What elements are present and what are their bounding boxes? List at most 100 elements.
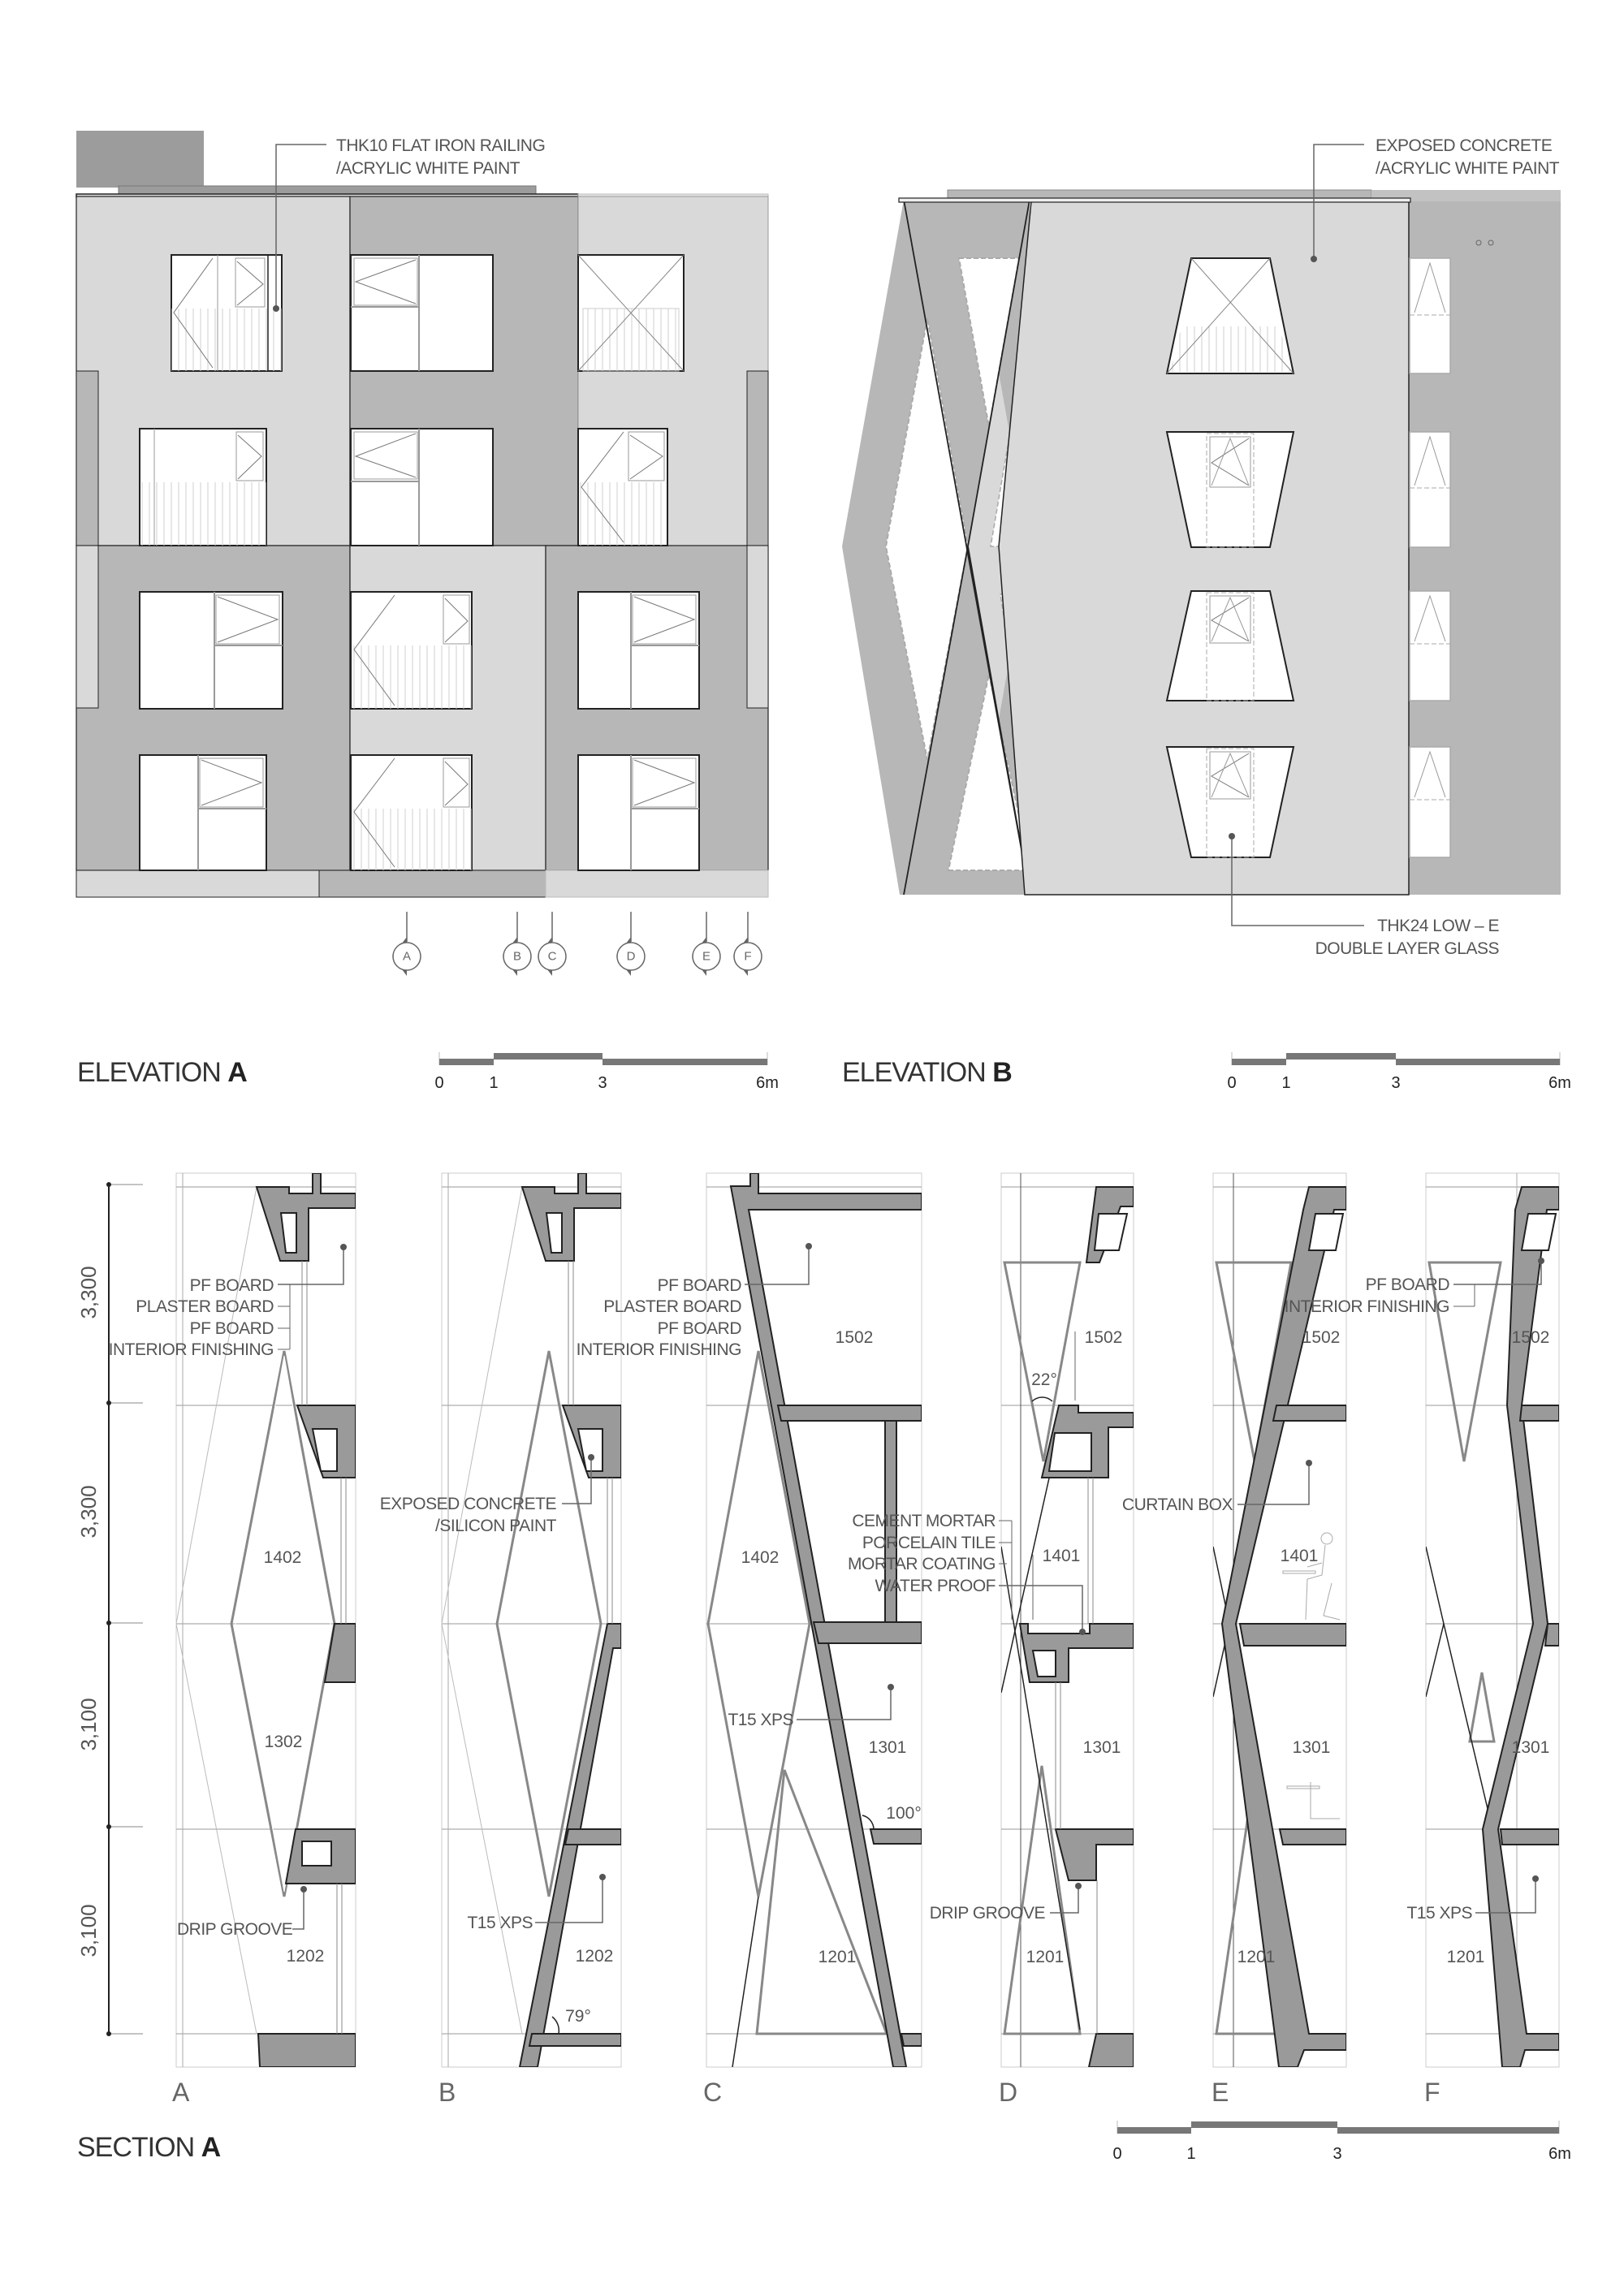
callout-railing: THK10 FLAT IRON RAILING /ACRYLIC WHITE P… xyxy=(273,136,546,312)
zigzag-window-top xyxy=(957,257,1021,428)
elevation-a: THK10 FLAT IRON RAILING /ACRYLIC WHITE P… xyxy=(76,131,779,1092)
section-column-c: PF BOARD PLASTER BOARD PF BOARD INTERIOR… xyxy=(577,1172,922,2107)
window-casement xyxy=(350,428,494,546)
trapezoid-window-3 xyxy=(1165,590,1295,701)
window-casement xyxy=(139,591,283,710)
window-balcony-door xyxy=(350,754,473,871)
window-balcony-door xyxy=(350,591,473,710)
window-casement xyxy=(350,254,494,372)
roof-stair-box xyxy=(76,131,204,188)
svg-text:3,300: 3,300 xyxy=(76,1485,101,1538)
svg-text:1201: 1201 xyxy=(1026,1948,1065,1966)
angle-100: 100° xyxy=(886,1804,921,1823)
base-dark xyxy=(318,870,546,898)
section-marker-d: D xyxy=(616,912,646,976)
section-marker-c: C xyxy=(538,912,567,976)
svg-text:1402: 1402 xyxy=(741,1548,780,1567)
trapezoid-window-4 xyxy=(1165,746,1295,858)
svg-text:D: D xyxy=(627,950,636,964)
window-casement xyxy=(139,754,267,871)
svg-text:1301: 1301 xyxy=(869,1738,907,1757)
section-a: 3,300 3,300 3,100 3,100 xyxy=(76,1172,1571,2163)
callout-railing-line1: THK10 FLAT IRON RAILING xyxy=(336,136,545,155)
svg-text:A: A xyxy=(403,950,411,964)
vent-icon xyxy=(1488,240,1494,246)
svg-text:6m: 6m xyxy=(1548,1074,1571,1092)
callout-drip-groove-a: DRIP GROOVE xyxy=(177,1886,307,1939)
svg-text:/SILICON PAINT: /SILICON PAINT xyxy=(435,1517,557,1535)
svg-text:1201: 1201 xyxy=(818,1948,857,1966)
svg-text:1301: 1301 xyxy=(1293,1738,1331,1757)
svg-text:F: F xyxy=(744,950,751,964)
svg-text:3,100: 3,100 xyxy=(76,1698,101,1750)
slab-cap xyxy=(898,197,1411,203)
section-a-title: SECTION A xyxy=(77,2132,221,2163)
svg-text:DRIP GROOVE: DRIP GROOVE xyxy=(930,1904,1046,1923)
base-light xyxy=(76,870,320,898)
svg-text:WATER PROOF: WATER PROOF xyxy=(875,1577,996,1595)
svg-text:PLASTER BOARD: PLASTER BOARD xyxy=(603,1297,741,1316)
angle-22: 22° xyxy=(1031,1370,1057,1389)
svg-text:1502: 1502 xyxy=(1302,1328,1341,1347)
window-casement xyxy=(577,754,700,871)
trapezoid-window-1 xyxy=(1165,257,1295,374)
callout-railing-line2: /ACRYLIC WHITE PAINT xyxy=(336,159,520,178)
section-marker-e: E xyxy=(692,912,721,976)
svg-text:DOUBLE LAYER GLASS: DOUBLE LAYER GLASS xyxy=(1315,939,1500,958)
side-window xyxy=(1409,431,1451,548)
svg-text:1302: 1302 xyxy=(265,1733,303,1751)
section-marker-a: A xyxy=(392,912,421,976)
trapezoid-window-2 xyxy=(1165,431,1295,548)
section-column-a: 1402 1302 1202 PF BOARD PLASTER BOARD PF… xyxy=(109,1172,356,2107)
svg-text:B: B xyxy=(513,950,521,964)
callout-curtain-box-e: CURTAIN BOX xyxy=(1122,1460,1312,1514)
svg-text:3,100: 3,100 xyxy=(76,1904,101,1957)
svg-text:3,300: 3,300 xyxy=(76,1266,101,1318)
side-strip-light xyxy=(746,545,769,709)
svg-text:T15 XPS: T15 XPS xyxy=(728,1711,793,1729)
svg-text:CURTAIN BOX: CURTAIN BOX xyxy=(1122,1495,1233,1514)
callout-glass: THK24 LOW – E DOUBLE LAYER GLASS xyxy=(1229,833,1500,958)
window-x-balcony xyxy=(577,254,685,372)
elevation-a-title: ELEVATION A xyxy=(77,1057,247,1088)
side-window xyxy=(1409,257,1451,374)
svg-text:1301: 1301 xyxy=(1083,1738,1121,1757)
svg-text:1202: 1202 xyxy=(576,1947,614,1966)
section-column-d: CEMENT MORTAR PORCELAIN TILE MORTAR COAT… xyxy=(848,1172,1134,2107)
svg-text:PF BOARD: PF BOARD xyxy=(1366,1275,1450,1294)
elevation-b: EXPOSED CONCRETE /ACRYLIC WHITE PAINT TH… xyxy=(842,136,1571,1092)
svg-text:1: 1 xyxy=(1186,2145,1195,2163)
section-a-scale-bar: 0 1 3 6m xyxy=(1112,2121,1571,2163)
svg-text:INTERIOR FINISHING: INTERIOR FINISHING xyxy=(109,1340,274,1359)
side-window xyxy=(1409,746,1451,858)
zigzag-diamond-window xyxy=(884,317,970,761)
section-marker-b: B xyxy=(503,912,532,976)
svg-text:1: 1 xyxy=(1281,1074,1290,1092)
dimension-chain: 3,300 3,300 3,100 3,100 xyxy=(76,1182,143,2036)
svg-text:6m: 6m xyxy=(756,1074,779,1092)
svg-text:CEMENT MORTAR: CEMENT MORTAR xyxy=(852,1512,996,1530)
svg-text:0: 0 xyxy=(1227,1074,1236,1092)
svg-text:PF BOARD: PF BOARD xyxy=(190,1319,274,1338)
svg-text:PORCELAIN TILE: PORCELAIN TILE xyxy=(862,1534,996,1552)
elevation-a-scale-bar: 0 1 3 6m xyxy=(434,1052,779,1092)
section-markers: A B C D xyxy=(392,912,762,976)
angle-79: 79° xyxy=(565,2007,591,2026)
section-letter-c: C xyxy=(703,2078,722,2107)
window-balcony-door xyxy=(577,428,668,546)
base-light xyxy=(545,870,769,898)
callout-xps-f: T15 XPS xyxy=(1406,1875,1539,1923)
seated-person-figure xyxy=(1282,1532,1341,1819)
callout-exposed-concrete: EXPOSED CONCRETE /ACRYLIC WHITE PAINT xyxy=(1311,136,1560,262)
callout-floor-layers-d: CEMENT MORTAR PORCELAIN TILE MORTAR COAT… xyxy=(848,1512,1086,1635)
side-window xyxy=(1409,590,1451,701)
side-strip-light xyxy=(76,545,99,709)
elevation-b-scale-bar: 0 1 3 6m xyxy=(1227,1052,1571,1092)
svg-text:0: 0 xyxy=(1112,2145,1121,2163)
svg-text:PF BOARD: PF BOARD xyxy=(190,1276,274,1295)
svg-text:6m: 6m xyxy=(1548,2145,1571,2163)
callout-wall-layers-f: PF BOARD INTERIOR FINISHING xyxy=(1285,1258,1544,1316)
window-balcony-door xyxy=(139,428,267,546)
window-casement xyxy=(577,591,700,710)
